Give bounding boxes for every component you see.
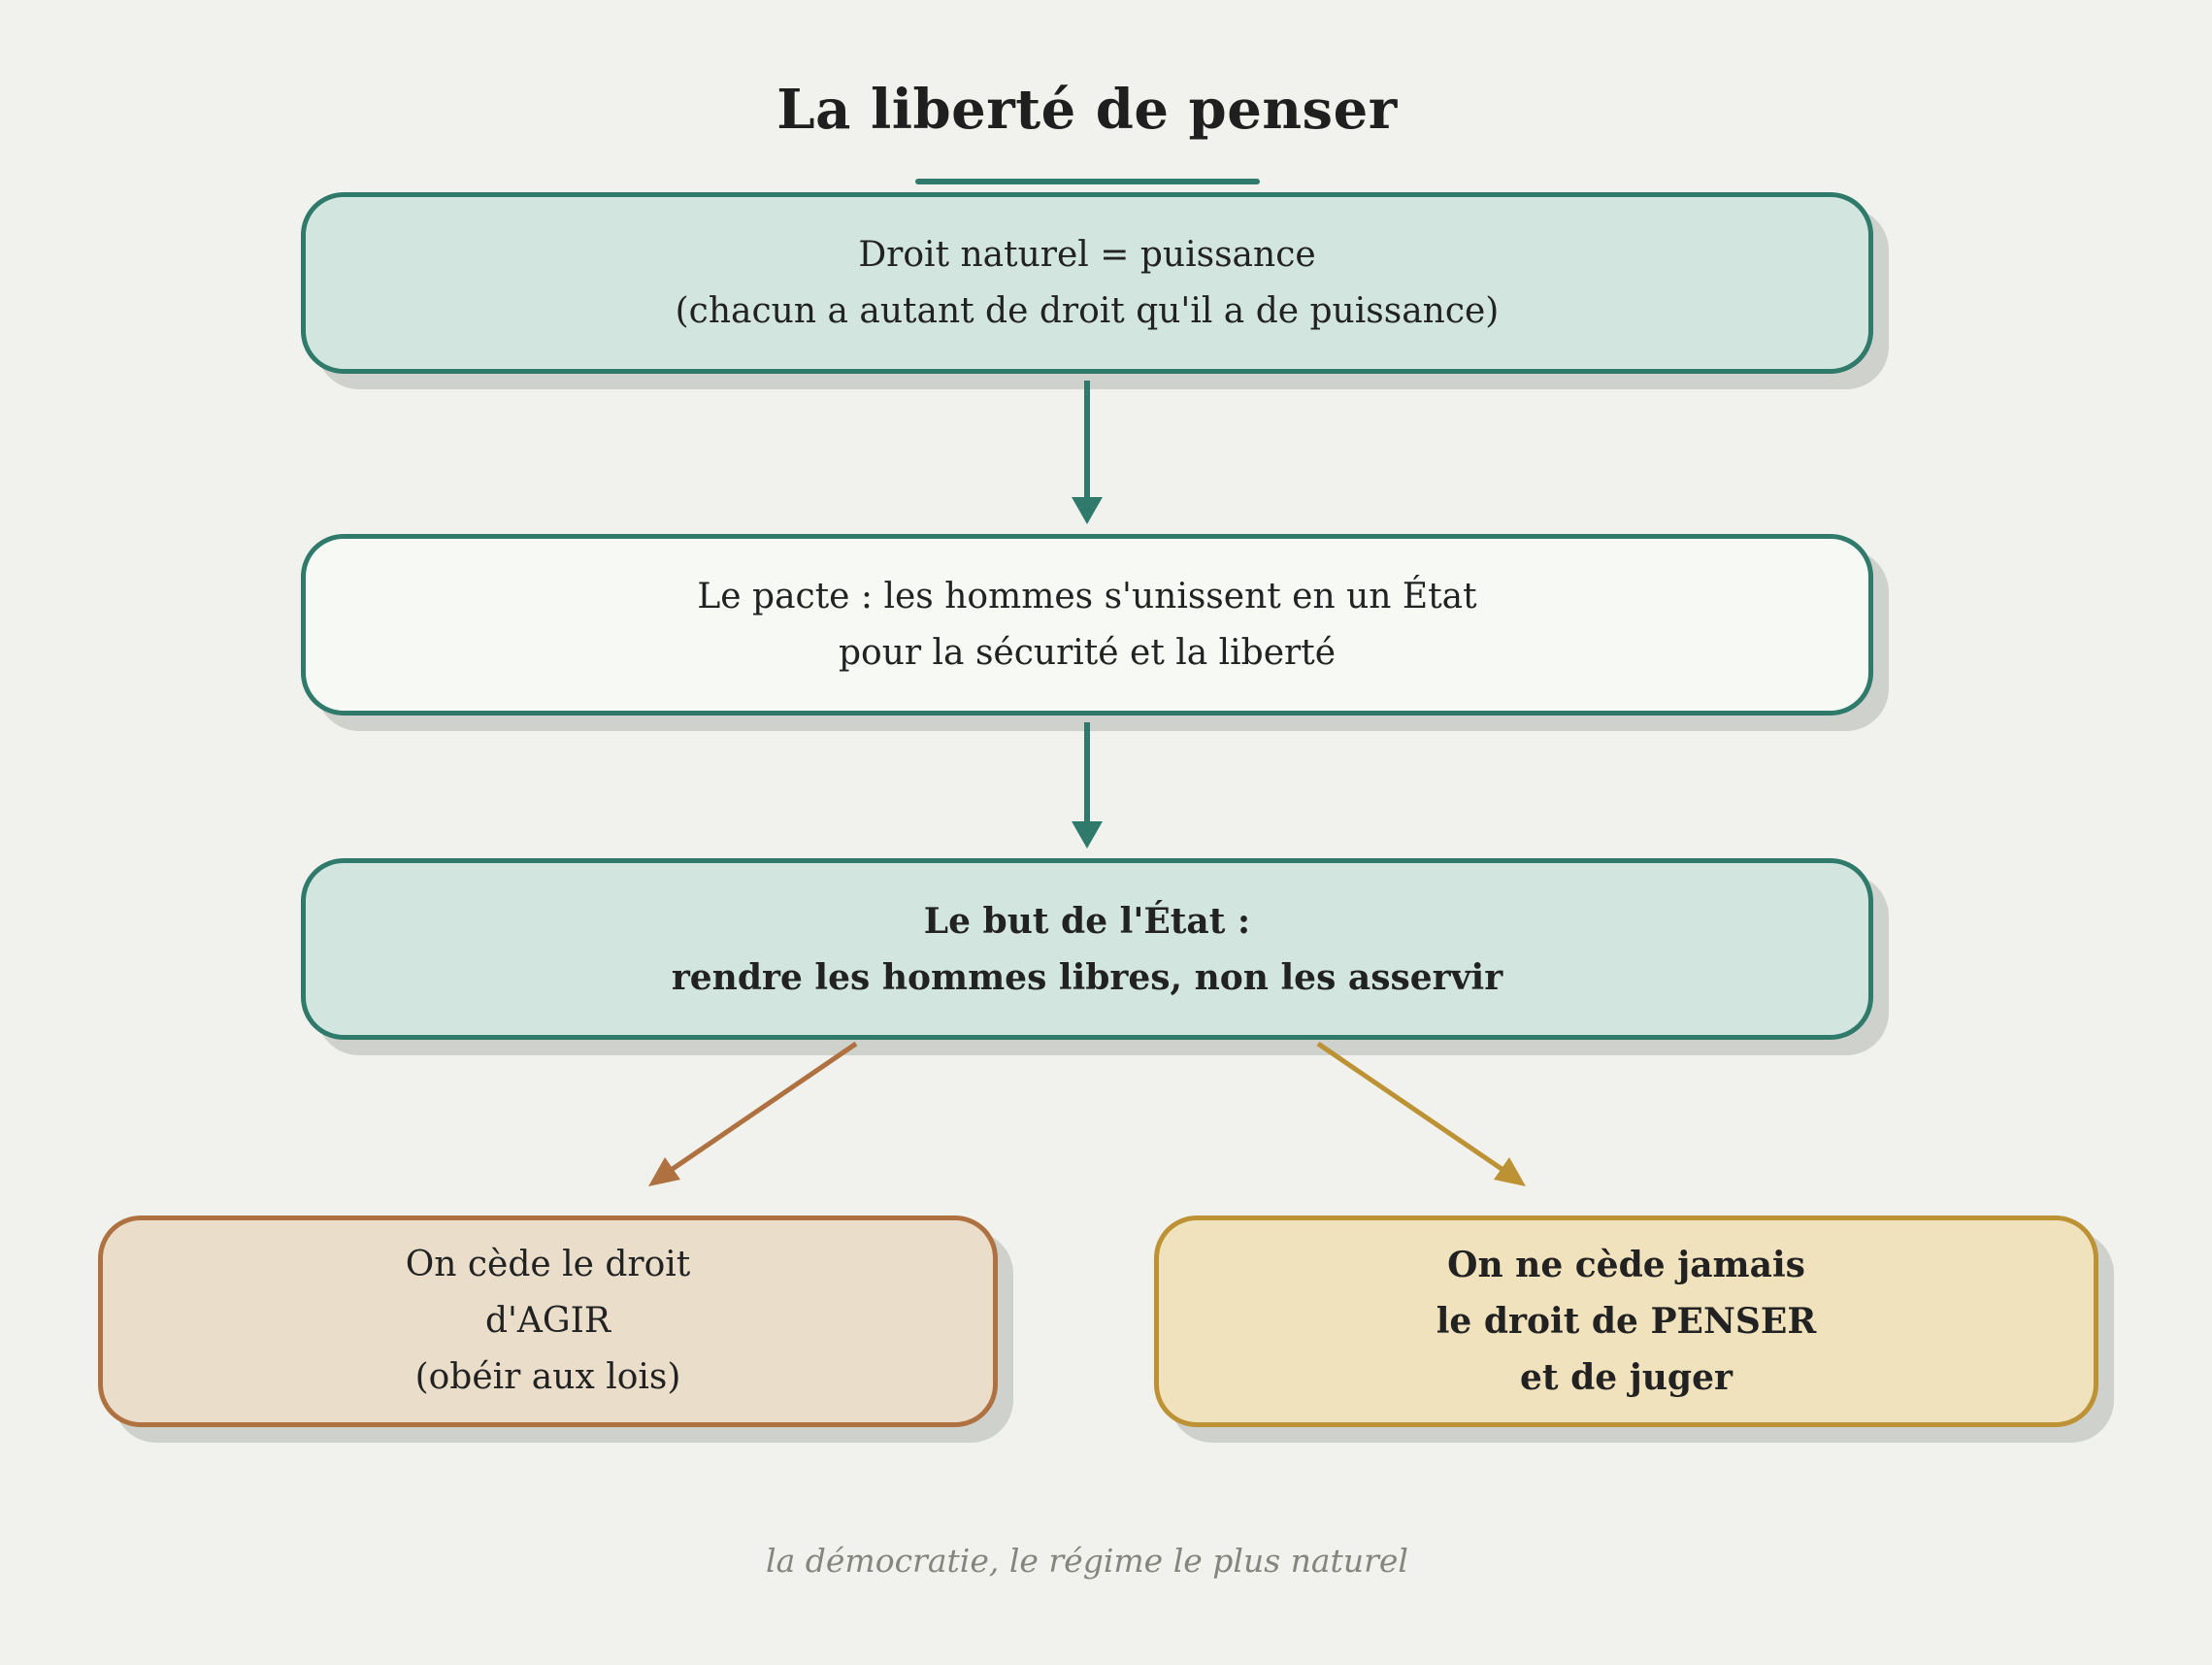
node-penser-line2: le droit de PENSER (1436, 1301, 1817, 1342)
node-pacte-line2: pour la sécurité et la liberté (838, 632, 1337, 673)
title-underline (915, 179, 1260, 184)
diagram-title: La liberté de penser (776, 78, 1398, 142)
node-agir-line2: d'AGIR (484, 1301, 611, 1341)
node-droit-naturel: Droit naturel = puissance (chacun a auta… (301, 192, 1873, 374)
node-but-etat: Le but de l'État : rendre les hommes lib… (301, 858, 1873, 1040)
node-droit-naturel-line2: (chacun a autant de droit qu'il a de pui… (675, 290, 1500, 331)
node-penser-line3: et de juger (1520, 1357, 1733, 1398)
node-but-etat-line2: rendre les hommes libres, non les asserv… (671, 956, 1503, 998)
node-penser-line1: On ne cède jamais (1447, 1245, 1805, 1285)
arrow-droit-to-pacte (1072, 381, 1103, 524)
node-agir-line1: On cède le droit (405, 1245, 691, 1284)
arrow-but-to-agir (648, 1041, 858, 1186)
node-but-etat-line1: Le but de l'État : (923, 900, 1251, 942)
node-pacte: Le pacte : les hommes s'unissent en un É… (301, 534, 1873, 716)
footer-caption: la démocratie, le régime le plus naturel (766, 1542, 1408, 1580)
node-droit-naturel-line1: Droit naturel = puissance (858, 234, 1316, 275)
arrow-but-to-penser (1316, 1041, 1526, 1186)
arrow-pacte-to-but (1072, 722, 1103, 849)
node-agir: On cède le droit d'AGIR (obéir aux lois) (98, 1215, 998, 1427)
node-penser: On ne cède jamais le droit de PENSER et … (1154, 1215, 2098, 1427)
node-agir-line3: (obéir aux lois) (414, 1357, 681, 1397)
node-pacte-line1: Le pacte : les hommes s'unissent en un É… (697, 576, 1477, 616)
